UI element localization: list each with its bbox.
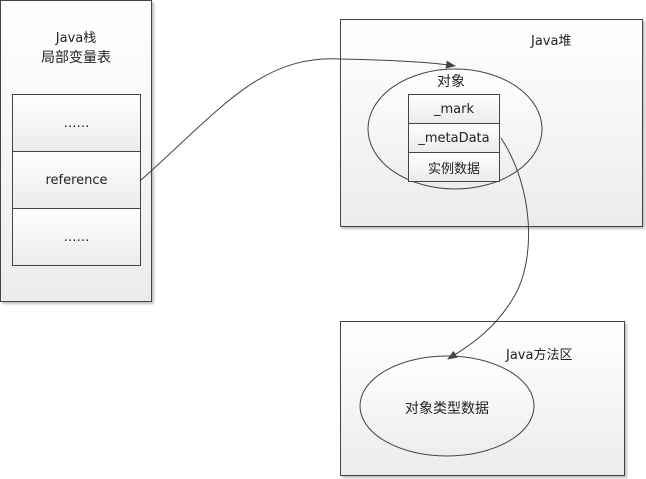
stack-slot-bottom: …… (12, 208, 141, 266)
stack-slot-reference-text: reference (45, 172, 108, 188)
java-stack-title: Java栈 (55, 31, 97, 46)
stack-slot-bottom-text: …… (63, 229, 90, 245)
object-field-metadata-text: _metaData (418, 130, 490, 146)
stack-slot-top-text: …… (63, 115, 90, 131)
object-label: 对象 (437, 74, 465, 90)
reference-to-object-arrow (140, 58, 456, 181)
java-heap-title: Java堆 (531, 34, 572, 49)
stack-slot-top: …… (12, 94, 141, 152)
metadata-to-type-data-arrow (447, 137, 530, 360)
object-field-metadata: _metaData (408, 123, 500, 153)
type-data-ellipse (359, 355, 535, 457)
object-field-instance-data-text: 实例数据 (427, 161, 480, 177)
object-field-instance-data: 实例数据 (408, 152, 500, 182)
object-field-mark: _mark (408, 94, 500, 124)
object-type-data-label: 对象类型数据 (405, 401, 489, 417)
java-method-area-title: Java方法区 (506, 348, 573, 363)
object-field-mark-text: _mark (433, 101, 474, 117)
local-variable-table-label: 局部变量表 (41, 50, 111, 66)
